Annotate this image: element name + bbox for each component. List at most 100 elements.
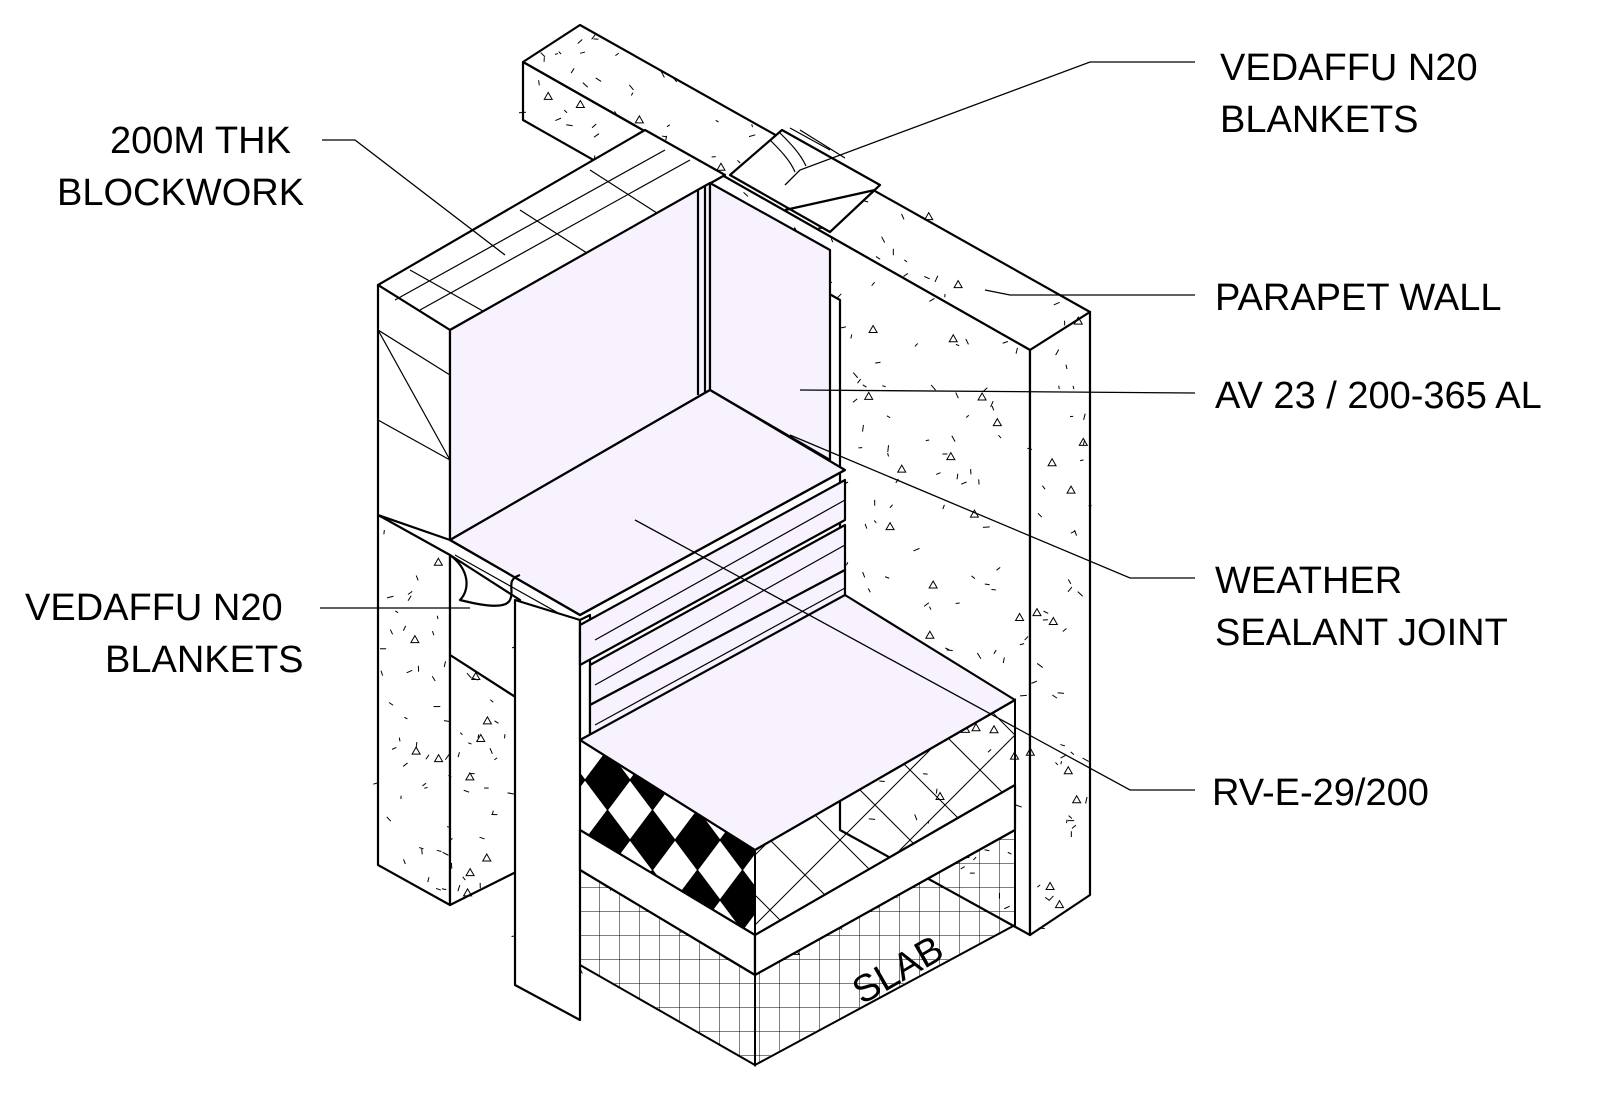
speckle-mark [1042, 485, 1046, 490]
speckle-mark [459, 732, 463, 736]
speckle-mark [852, 398, 858, 403]
speckle-mark [395, 610, 399, 614]
speckle-mark [993, 649, 997, 655]
speckle-mark [1067, 579, 1072, 585]
speckle-mark [1077, 591, 1084, 597]
speckle-mark [846, 561, 849, 566]
aggregate-mark [923, 211, 934, 221]
av-panel-vertical [448, 181, 832, 542]
speckle-mark [748, 134, 756, 138]
speckle-mark [415, 575, 419, 581]
label-blanket-left-line1: VEDAFFU N20 [25, 587, 283, 629]
speckle-mark [554, 53, 559, 55]
speckle-mark [862, 424, 864, 432]
speckle-mark [1048, 895, 1054, 902]
speckle-mark [558, 51, 562, 55]
speckle-mark [404, 716, 408, 720]
aggregate-mark [634, 114, 645, 124]
av-panel-horizontal [448, 388, 849, 629]
speckle-mark [373, 782, 379, 785]
label-blanket-left-line2: BLANKETS [105, 639, 304, 681]
speckle-mark [431, 630, 435, 636]
speckle-mark [424, 786, 428, 789]
speckle-mark [406, 669, 413, 674]
speckle-mark [889, 504, 893, 509]
speckle-mark [850, 334, 853, 339]
speckle-mark [1072, 385, 1075, 390]
speckle-mark [862, 384, 867, 388]
aggregate-mark [1066, 485, 1076, 494]
speckle-mark [446, 826, 451, 828]
speckle-mark [563, 109, 568, 114]
aggregate-mark [716, 162, 726, 171]
speckle-mark [1085, 796, 1088, 804]
speckle-mark [540, 52, 546, 58]
speckle-mark [403, 859, 406, 865]
aggregate-mark [410, 634, 420, 644]
speckle-mark [946, 649, 953, 652]
speckle-mark [956, 473, 959, 480]
speckle-mark [628, 84, 634, 91]
speckle-mark [895, 478, 899, 484]
speckle-mark [466, 672, 472, 679]
label-blanket-top-line1: VEDAFFU N20 [1220, 47, 1478, 89]
aggregate-mark [885, 521, 895, 531]
speckle-mark [965, 414, 970, 418]
speckle-mark [990, 400, 994, 408]
speckle-mark [864, 523, 868, 529]
speckle-mark [555, 117, 562, 122]
speckle-mark [591, 34, 596, 40]
speckle-mark [1031, 680, 1038, 684]
speckle-mark [1070, 751, 1075, 755]
speckle-mark [942, 504, 945, 510]
speckle-mark [389, 629, 394, 635]
speckle-mark [419, 847, 424, 850]
speckle-mark [924, 276, 930, 280]
aggregate-mark [1078, 437, 1089, 446]
label-weather-line1: WEATHER [1215, 560, 1402, 602]
speckle-mark [867, 588, 871, 593]
aggregate-mark [1047, 457, 1057, 467]
speckle-mark [955, 392, 959, 399]
speckle-mark [1036, 884, 1041, 888]
speckle-mark [960, 481, 967, 485]
speckle-mark [930, 384, 937, 391]
speckle-mark [951, 435, 956, 442]
speckle-mark [582, 82, 589, 88]
speckle-mark [662, 135, 667, 138]
speckle-mark [857, 378, 862, 384]
speckle-mark [1019, 643, 1025, 646]
speckle-mark [591, 123, 597, 129]
speckle-mark [448, 838, 453, 842]
aggregate-mark [1073, 316, 1084, 325]
speckle-mark [442, 851, 449, 856]
aggregate-mark [896, 464, 907, 473]
aggregate-mark [465, 867, 475, 877]
aggregate-mark [928, 580, 939, 589]
speckle-mark [1082, 757, 1089, 762]
speckle-mark [1015, 347, 1018, 354]
speckle-mark [1027, 447, 1033, 450]
speckle-mark [1024, 636, 1029, 641]
aggregate-mark [433, 753, 444, 763]
speckle-mark [976, 652, 982, 659]
speckle-mark [398, 737, 401, 742]
speckle-mark [457, 884, 461, 892]
speckle-mark [468, 742, 472, 745]
speckle-mark [944, 647, 950, 651]
speckle-mark [579, 51, 586, 54]
speckle-mark [836, 293, 842, 299]
speckle-mark [1060, 754, 1067, 759]
speckle-mark [1067, 586, 1073, 593]
speckle-mark [903, 273, 909, 277]
speckle-mark [665, 135, 668, 141]
speckle-mark [593, 133, 600, 138]
speckle-mark [1080, 459, 1084, 462]
aggregate-mark [868, 324, 878, 333]
speckle-mark [925, 439, 930, 442]
aggregate-mark [1014, 612, 1025, 622]
speckle-mark [477, 734, 480, 738]
speckle-mark [1019, 694, 1027, 697]
aggregate-mark [924, 630, 935, 639]
